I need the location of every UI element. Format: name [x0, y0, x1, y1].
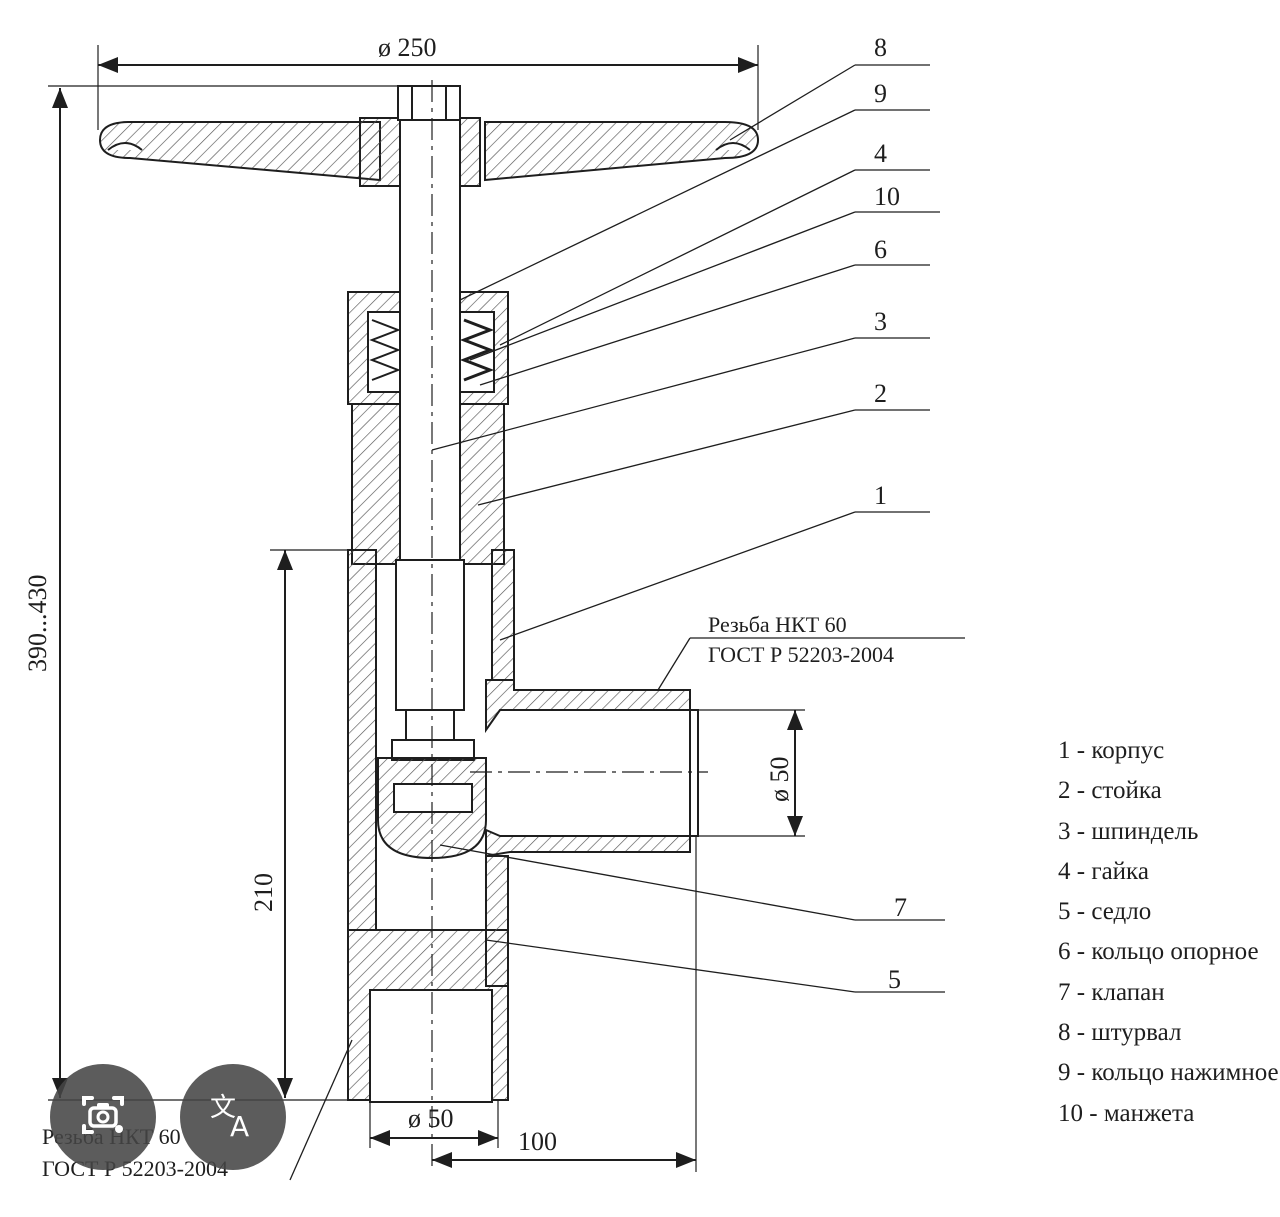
dim-handwheel-diameter: ø 250: [378, 33, 437, 62]
legend-item: 1 - корпус: [1058, 737, 1165, 764]
translate-button[interactable]: 文 A: [180, 1064, 286, 1170]
svg-text:文: 文: [210, 1093, 236, 1123]
spindle: [395, 119, 465, 741]
camera-search-icon: [76, 1088, 130, 1146]
callout-9: 9: [874, 79, 887, 108]
legend-item: 2 - стойка: [1058, 777, 1162, 805]
legend-item: 9 - кольцо нажимное: [1058, 1059, 1279, 1087]
thread-note-side-line1: Резьба НКТ 60: [708, 612, 847, 637]
callout-7: 7: [894, 893, 907, 922]
dim-side-offset: 100: [518, 1127, 557, 1156]
callout-4: 4: [874, 139, 887, 168]
legend-item: 4 - гайка: [1058, 857, 1149, 885]
translate-icon: 文 A: [204, 1086, 262, 1148]
callout-5: 5: [888, 965, 901, 994]
dim-bottom-bore: ø 50: [408, 1104, 454, 1133]
lens-search-button[interactable]: [50, 1064, 156, 1170]
legend-item: 6 - кольцо опорное: [1058, 938, 1259, 966]
seat: [485, 855, 509, 987]
dim-lower-height: 210: [249, 873, 278, 912]
callout-1: 1: [874, 481, 887, 510]
legend-item: 10 - манжета: [1058, 1099, 1195, 1127]
svg-text:A: A: [230, 1110, 249, 1143]
thread-note-side-line2: ГОСТ Р 52203-2004: [708, 642, 894, 667]
legend-item: 3 - шпиндель: [1058, 817, 1199, 845]
dim-side-bore: ø 50: [765, 757, 794, 803]
parts-legend: 1 - корпус 2 - стойка 3 - шпиндель 4 - г…: [1058, 734, 1280, 1137]
legend-item: 7 - клапан: [1058, 978, 1165, 1006]
callout-10: 10: [874, 182, 900, 211]
dim-overall-height: 390...430: [23, 575, 52, 673]
callout-3: 3: [874, 307, 887, 336]
callout-2: 2: [874, 379, 887, 408]
thread-note-bottom-line2: ГОСТ Р 52203-2004: [42, 1156, 228, 1181]
leader-lines: [289, 64, 965, 1181]
callout-8: 8: [874, 33, 887, 62]
callout-6: 6: [874, 235, 887, 264]
legend-item: 8 - штурвал: [1058, 1019, 1182, 1047]
legend-item: 5 - седло: [1058, 898, 1152, 926]
valve-body: [347, 549, 699, 1103]
